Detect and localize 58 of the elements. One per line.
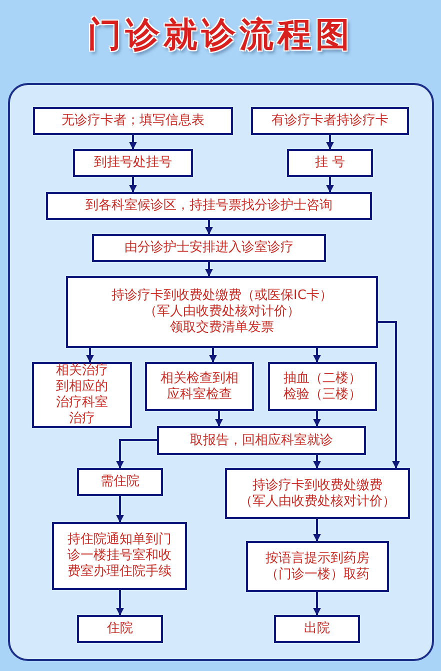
step-text: 相关检查到相应科室检查 [160,370,240,402]
arrow [129,177,137,193]
step-text: （军人由收费处核对计价） [144,304,300,320]
arrow [116,496,124,523]
arrow [313,592,321,616]
step-text: 到各科室候诊区，持挂号票找分诊护士咨询 [86,198,332,214]
step-text: 领取交费清单发票 [170,320,274,336]
step-text: （军人由收费处核对计价） [240,494,396,510]
arrow [313,519,321,542]
arrow [209,348,217,363]
step-text: 需住院 [100,474,140,490]
arrow [116,590,124,616]
process-box [246,541,389,592]
arrow [215,411,223,427]
process-box [77,615,163,643]
step-text: 持住院通知单到门诊一楼挂号室和收费室办理住院手续 [66,532,172,580]
step-text: 检验（三楼） [284,386,362,402]
process-box [287,149,373,177]
arrow [205,220,213,235]
process-box [52,522,187,590]
step-text: 持诊疗卡到收费处缴费（或医保IC卡） [112,288,332,304]
step-text: 挂 号 [314,155,346,171]
step-text: 无诊疗卡者；填写信息表 [62,113,204,129]
arrow [378,321,400,469]
step-text: 相关治疗到相应的治疗科室治疗 [55,363,109,427]
process-box [32,362,132,428]
arrow [326,135,334,150]
step-text: 持诊疗卡到收费处缴费 [252,478,382,494]
process-box [274,615,360,643]
process-box [145,362,254,411]
process-box [251,107,409,135]
step-text: 按语言提示到药房 [266,550,370,566]
arrow [313,411,321,427]
step-text: 有诊疗卡者持诊疗卡 [272,113,388,129]
arrow [326,177,334,193]
process-box [73,149,193,177]
process-box [33,107,233,135]
arrow [129,135,137,150]
process-box [225,468,410,519]
step-text: （门诊一楼）取药 [266,566,370,582]
step-text: 出院 [304,621,330,637]
process-box [77,468,163,496]
diagram-title: 门诊就诊流程图 [88,14,354,56]
process-box [92,234,326,262]
arrow [86,348,94,363]
step-text: 由分诊护士安排进入诊室诊疗 [124,240,294,256]
step-text: 抽血（二楼） [284,370,362,386]
arrow [313,348,321,363]
process-box [268,362,377,411]
step-text: 住院 [107,621,133,637]
step-text: 取报告，回相应科室就诊 [190,432,333,448]
arrow [205,262,213,277]
process-box [157,426,366,455]
process-box [66,276,378,348]
arrow [116,439,157,469]
step-text: 到挂号处挂号 [94,155,172,171]
process-box [46,192,372,220]
arrow [313,455,321,469]
